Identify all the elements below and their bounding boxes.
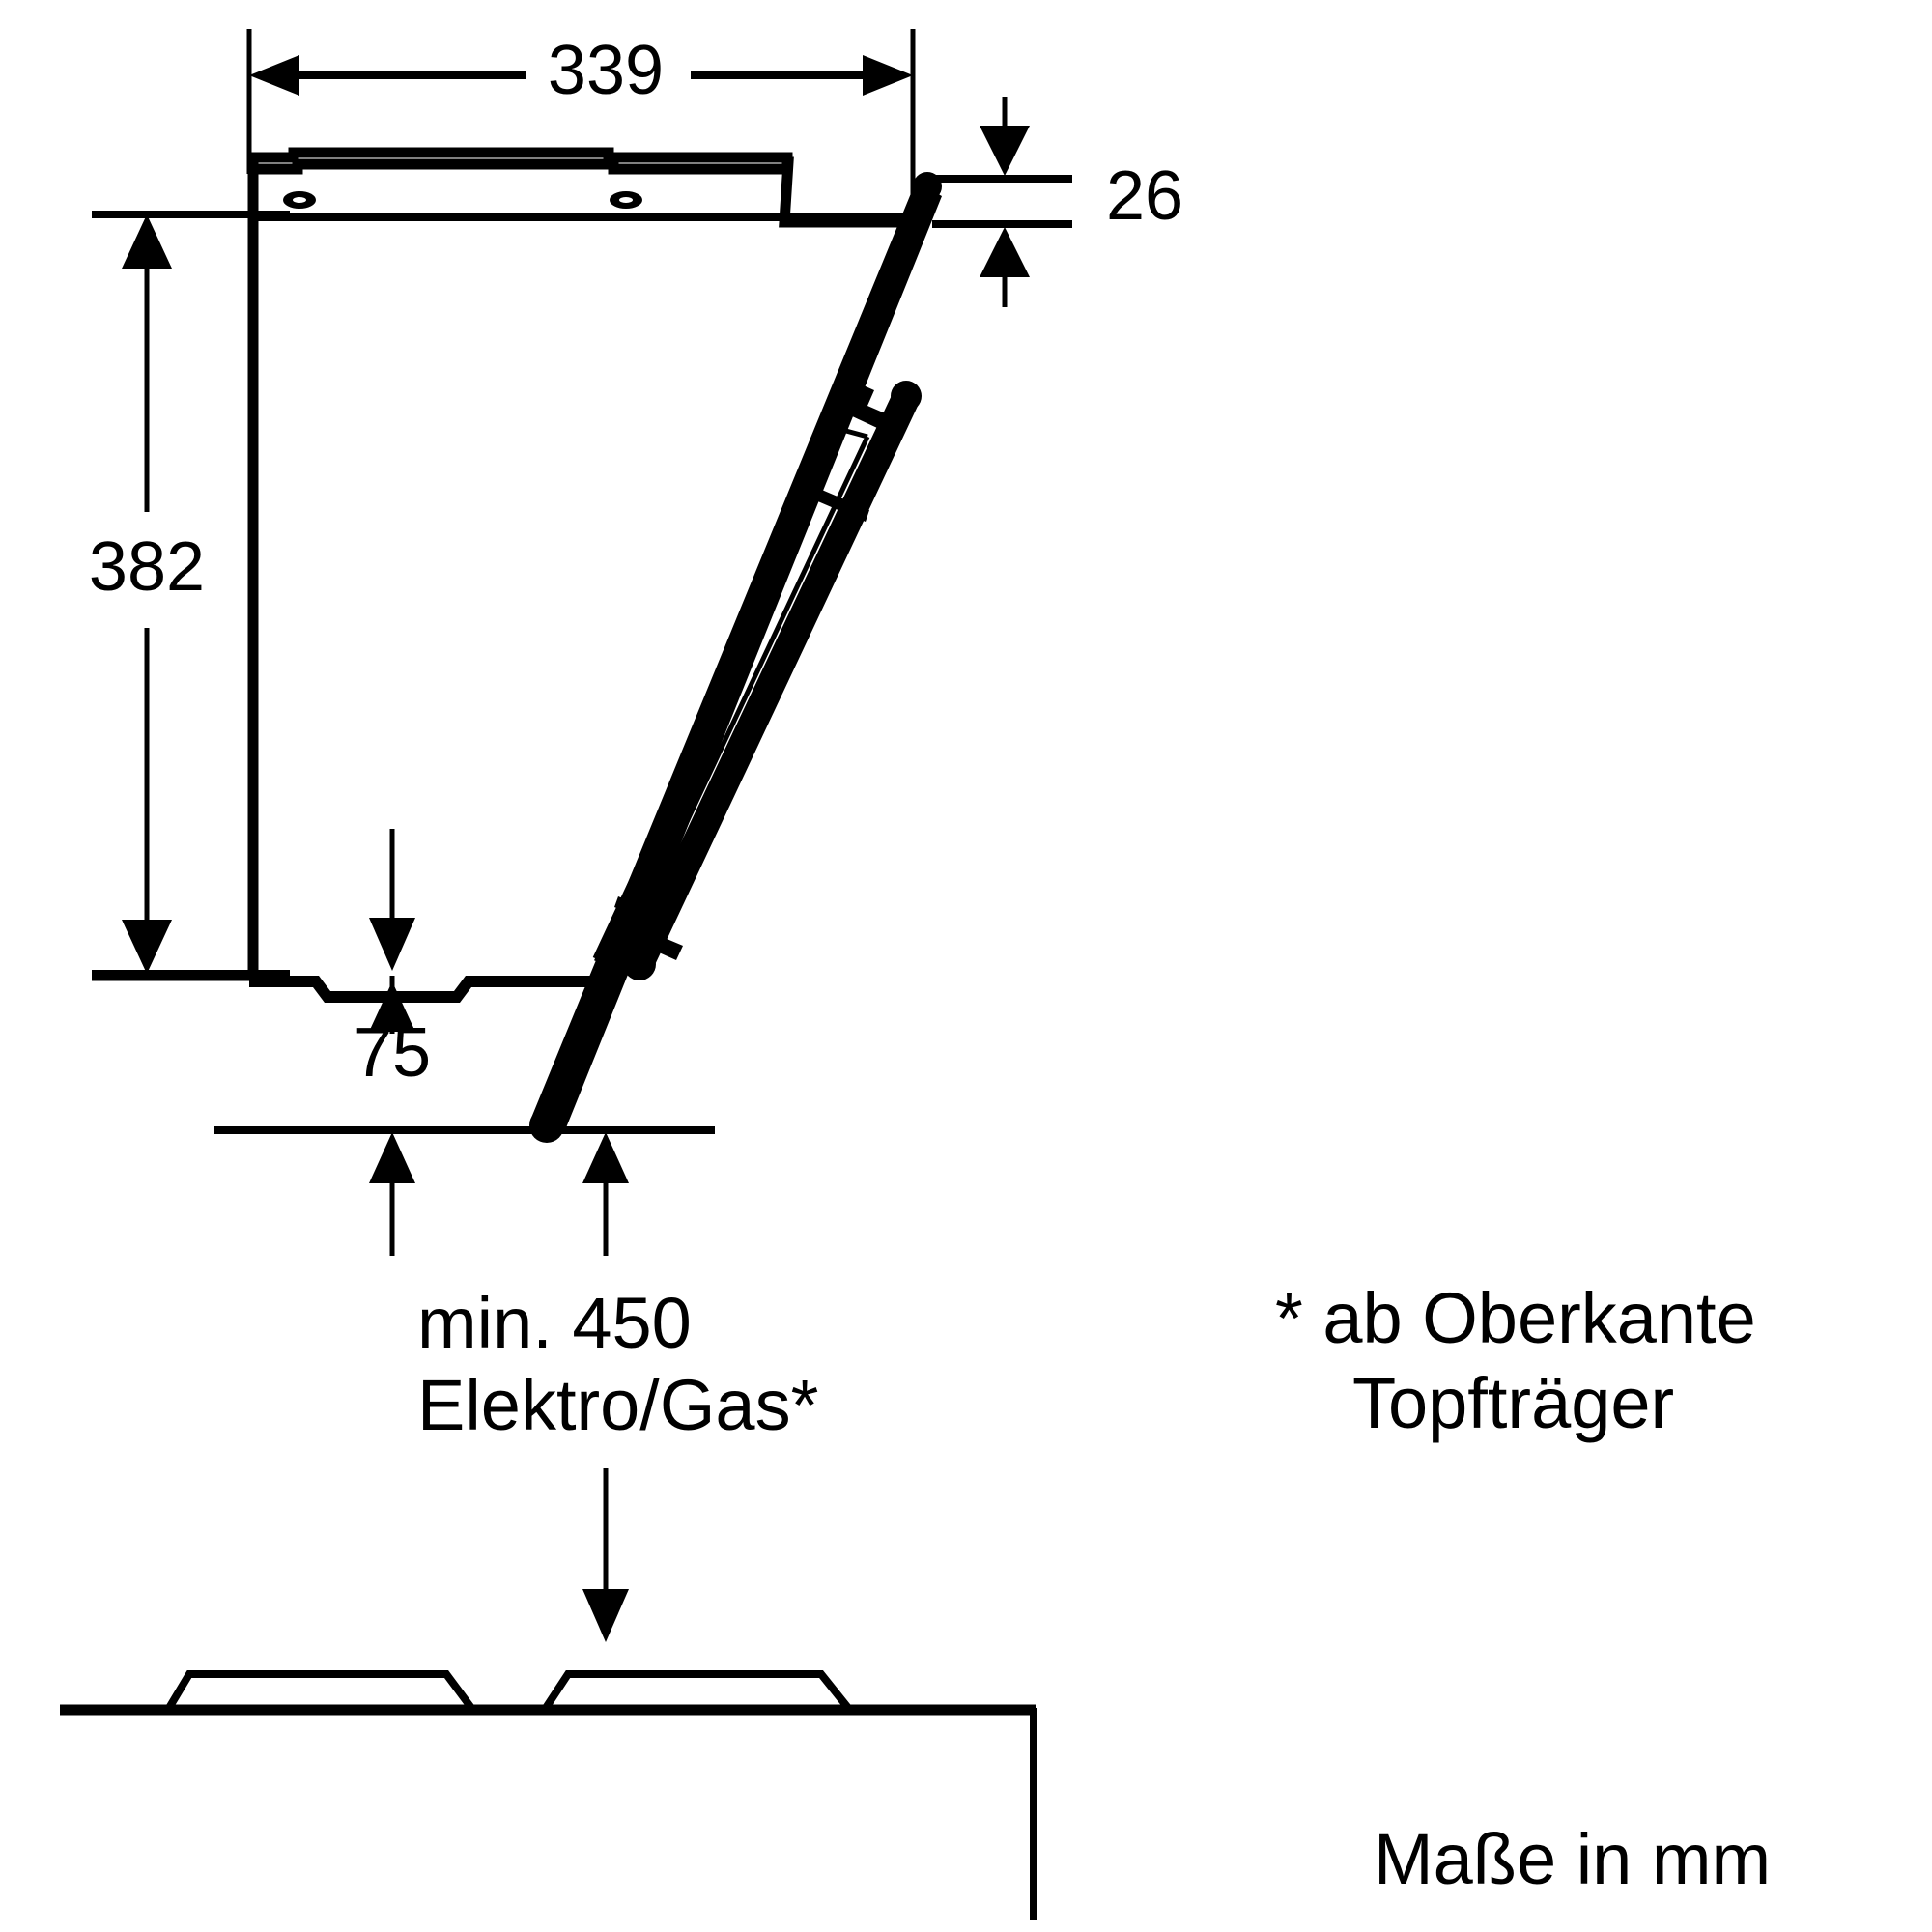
dimension-label-75: 75 — [354, 1014, 431, 1092]
clearance-note: min. 450 Elektro/Gas* — [417, 1283, 818, 1642]
internal-arrow-head — [369, 918, 415, 971]
pan-support-right — [542, 1670, 852, 1711]
footnote: * ab Oberkante Topfträger — [1275, 1278, 1756, 1443]
arrows-up-450 — [369, 1132, 629, 1256]
arrow-up-450-left — [369, 1132, 415, 1183]
arrow-left-339 — [249, 55, 299, 96]
channel-outline-left — [615, 435, 870, 970]
clearance-note-line1: min. 450 — [417, 1283, 692, 1363]
clearance-arrow-down — [582, 1589, 629, 1642]
glass-panel — [529, 172, 942, 1143]
arrow-top-382 — [122, 214, 172, 269]
rail-cross-tie-upper — [813, 488, 869, 522]
dimension-label-339: 339 — [548, 32, 664, 109]
arrow-up-450-right — [582, 1132, 629, 1183]
arrow-upper-26 — [980, 126, 1030, 176]
dimension-339: 339 — [246, 29, 916, 224]
channel-outline-bottom — [594, 955, 619, 971]
hood-bottom-plate — [249, 976, 599, 1003]
arrow-lower-26 — [980, 227, 1030, 277]
latch-hook-top — [816, 383, 896, 434]
units-note-label: Maße in mm — [1374, 1819, 1771, 1899]
units-note: Maße in mm — [1374, 1819, 1771, 1899]
hood-top-front-step — [779, 156, 915, 228]
glass-panel-bottom-cap — [529, 1108, 564, 1143]
arrow-bottom-382 — [122, 920, 172, 974]
inner-rail-top-cap — [891, 381, 922, 412]
dimension-label-26: 26 — [1106, 157, 1183, 235]
dimension-75: 75 — [214, 976, 715, 1256]
footnote-line2: Topfträger — [1352, 1363, 1674, 1443]
rail-cross-tie-lower — [614, 896, 670, 929]
footnote-line1: * ab Oberkante — [1275, 1278, 1756, 1358]
arrow-down-75-left — [369, 981, 415, 1032]
inner-rail-bottom-cap — [623, 948, 656, 980]
mounting-hole-right-inner — [619, 197, 633, 203]
pan-support-left — [165, 1670, 475, 1711]
cooktop — [60, 1670, 1037, 1920]
dimension-382: 382 — [89, 211, 290, 978]
channel-outline-left-2 — [592, 428, 845, 960]
channel-outline-top — [841, 427, 868, 440]
dimension-label-382: 382 — [89, 528, 205, 606]
hood-top-cap — [247, 147, 793, 175]
hood-internal-arrow — [369, 829, 415, 971]
glass-panel-top-cap — [913, 172, 942, 201]
clearance-note-line2: Elektro/Gas* — [417, 1365, 818, 1445]
glass-panel-inner-rail — [626, 391, 920, 969]
arrow-right-339 — [863, 55, 913, 96]
dimension-26: 26 — [932, 97, 1183, 307]
mounting-hole-left-inner — [293, 197, 306, 203]
hood-body — [92, 147, 918, 1003]
